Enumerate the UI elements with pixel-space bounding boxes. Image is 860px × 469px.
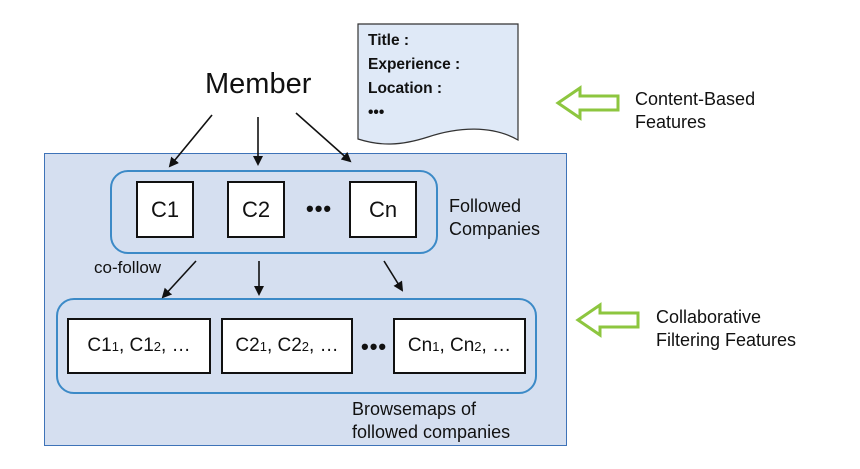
arrow-member-to-cn (295, 112, 352, 163)
co-follow-label: co-follow (94, 258, 162, 277)
collaborative-arrow-icon (575, 302, 640, 338)
browsemap-cn-tail: … (492, 335, 512, 356)
browsemap-c1-tail: … (171, 335, 191, 356)
company-box-cn: Cn (349, 181, 417, 238)
company-box-c1: C1 (136, 181, 194, 238)
doc-line-title: Title : (368, 32, 410, 49)
browsemaps-label-line2: followed companies (352, 422, 511, 442)
content-based-line1: Content-Based (635, 89, 756, 109)
browsemap-cn-b: Cn (450, 335, 475, 356)
profile-document-text: Title : Experience : Location : ••• (368, 29, 460, 125)
member-label: Member (205, 68, 312, 100)
browsemap-c2-a-sub: 1 (259, 338, 267, 354)
followed-ellipsis: ••• (306, 196, 333, 221)
collaborative-line2: Filtering Features (656, 330, 797, 350)
arrow-member-to-c1 (168, 114, 213, 168)
browsemap-cn-a: Cn (407, 335, 433, 356)
browsemap-c1-a: C1 (87, 335, 112, 356)
browsemaps-label: Browsemaps of followed companies (352, 398, 510, 444)
browsemap-cn-a-sub: 1 (432, 338, 440, 354)
collaborative-features-label: Collaborative Filtering Features (656, 306, 796, 352)
browsemap-c2-a: C2 (235, 335, 260, 356)
browsemap-c1-b: C1 (129, 335, 154, 356)
collaborative-line1: Collaborative (656, 307, 762, 327)
content-based-features-label: Content-Based Features (635, 88, 755, 134)
doc-line-experience: Experience : (368, 56, 461, 73)
followed-companies-label: Followed Companies (449, 195, 540, 241)
company-box-c2: C2 (227, 181, 285, 238)
browsemap-cn-b-sub: 2 (474, 338, 482, 354)
followed-label-line1: Followed (449, 196, 522, 216)
content-based-arrow-icon (555, 85, 620, 121)
doc-line-location: Location : (368, 80, 443, 97)
browsemap-c2-tail: … (319, 335, 339, 356)
browsemap-c2-b: C2 (277, 335, 302, 356)
doc-line-ellipsis: ••• (368, 104, 385, 121)
arrow-c1-to-browsemap (161, 260, 197, 299)
browsemaps-label-line1: Browsemaps of (352, 399, 477, 419)
content-based-line2: Features (635, 112, 707, 132)
browsemap-c1-a-sub: 1 (111, 338, 119, 354)
browsemaps-ellipsis: ••• (361, 334, 388, 359)
browsemap-c2-b-sub: 2 (301, 338, 310, 354)
browsemap-c1-b-sub: 2 (153, 338, 162, 354)
followed-label-line2: Companies (449, 219, 541, 239)
arrow-cn-to-browsemap (383, 260, 404, 292)
